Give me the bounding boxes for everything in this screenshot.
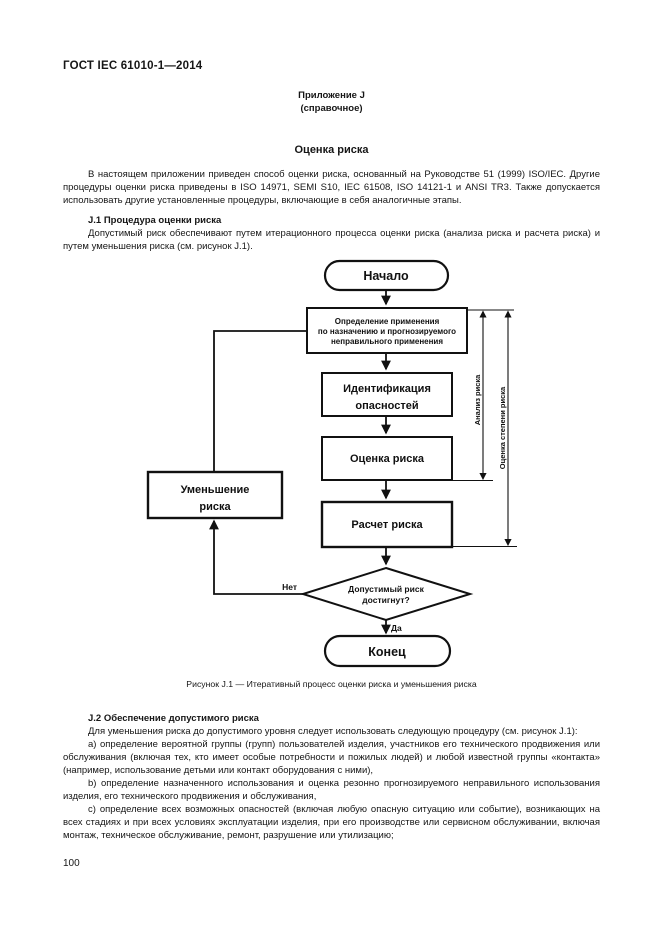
section-j2-heading: J.2 Обеспечение допустимого риска (88, 713, 259, 725)
end-terminator (323, 635, 452, 668)
identification-box-line2: опасностей (355, 400, 418, 412)
no-branch-connector (209, 519, 303, 596)
definition-box-line2: по назначению и прогнозируемого (318, 327, 456, 336)
section-j1-paragraph: Допустимый риск обеспечивают путем итера… (63, 227, 600, 252)
risk-reduction-line2: риска (199, 501, 231, 513)
start-terminator (323, 260, 450, 292)
risk-assessment-box (321, 436, 453, 482)
risk-reduction-box (146, 471, 284, 520)
definition-box-line1: Определение применения (335, 317, 440, 326)
figure-j1-flowchart: Начало Определение применения по назначе… (0, 253, 661, 673)
annex-title-line2: (справочное) (300, 103, 363, 114)
list-item-a: a) определение вероятной группы (групп) … (63, 739, 600, 777)
list-item-c: c) определение всех возможных опасностей… (63, 803, 600, 841)
section-j1-heading: J.1 Процедура оценки риска (88, 214, 222, 226)
risk-calculation-label: Расчет риска (351, 519, 423, 531)
annex-heading: Оценка риска (294, 144, 369, 156)
risk-assessment-label: Оценка риска (350, 453, 425, 465)
standard-designation: ГОСТ IEC 61010-1—2014 (63, 60, 203, 72)
annex-title-line1: Приложение J (298, 90, 365, 101)
risk-reduction-line1: Уменьшение (181, 484, 250, 496)
start-label: Начало (363, 269, 409, 283)
reduction-feedback-connector (213, 330, 307, 473)
no-label: Нет (282, 582, 297, 592)
definition-of-use-box (306, 307, 468, 355)
figure-caption: Рисунок J.1 — Итеративный процесс оценки… (186, 679, 477, 690)
risk-analysis-bracket-label: Анализ риска (473, 374, 482, 425)
intro-paragraph: В настоящем приложении приведен способ о… (63, 169, 600, 206)
annex-title: Приложение J (справочное) (63, 89, 600, 115)
decision-line1: Допустимый риск (348, 584, 424, 594)
identification-box-line1: Идентификация (343, 383, 431, 395)
hazard-identification-box (321, 372, 453, 418)
flowchart-svg: Начало Определение применения по назначе… (146, 260, 517, 668)
risk-evaluation-bracket-label: Оценка степени риска (498, 386, 507, 469)
yes-label: Да (391, 623, 402, 633)
list-item-b: b) определение назначенного использовани… (63, 777, 600, 802)
end-label: Конец (368, 645, 406, 659)
decision-diamond (299, 567, 474, 622)
decision-line2: достигнут? (362, 595, 409, 605)
definition-box-line3: неправильного применения (331, 337, 443, 346)
page-number: 100 (63, 857, 80, 869)
risk-calculation-box (320, 501, 454, 549)
section-j2-intro: Для уменьшения риска до допустимого уров… (88, 726, 578, 738)
